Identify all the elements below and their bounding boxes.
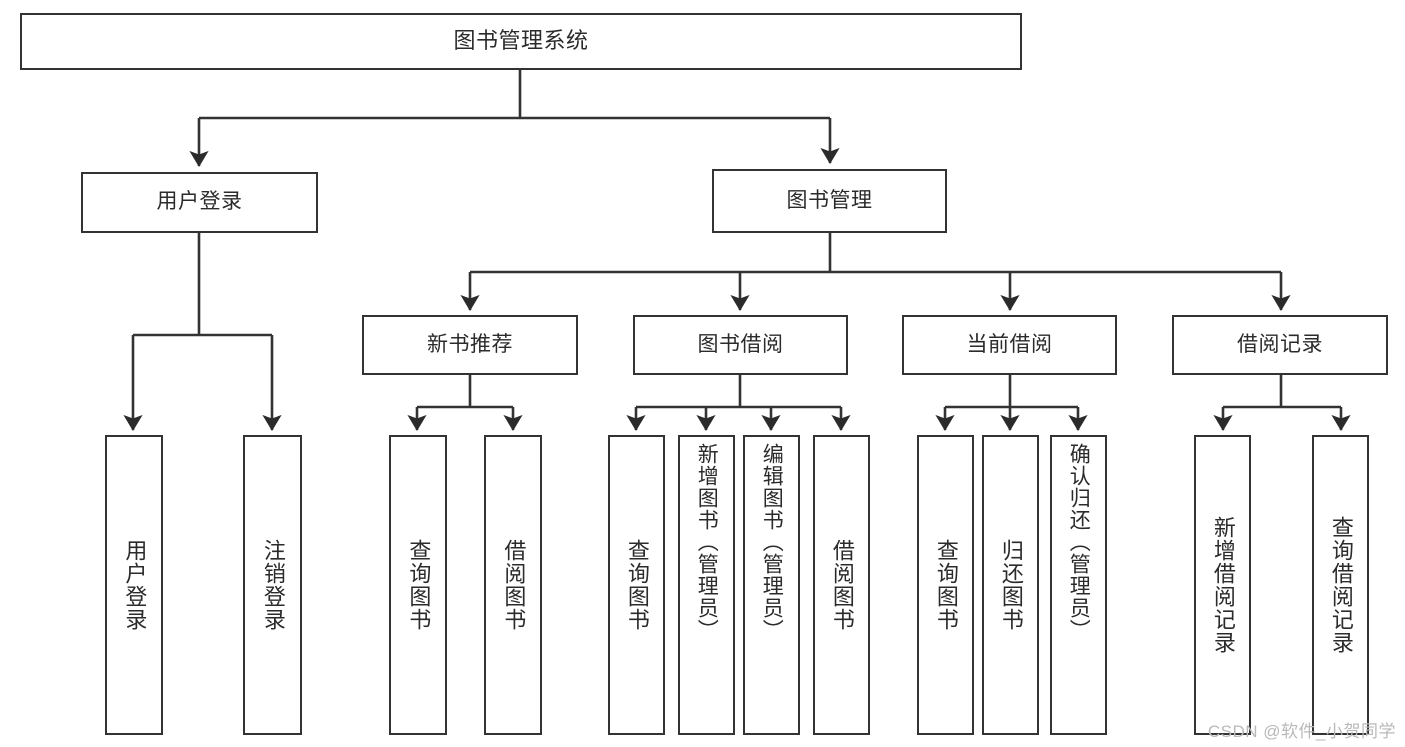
node-label: 查询图书 [406, 539, 432, 631]
node-new-book-recommend[interactable]: 新书推荐 [362, 315, 578, 375]
node-label: 归还图书 [998, 539, 1024, 631]
leaf-add-book-admin[interactable]: 新增图书（管理员） [678, 435, 735, 735]
node-label: 图书管理系统 [453, 28, 589, 54]
leaf-return-book[interactable]: 归还图书 [982, 435, 1039, 735]
node-label: 用户登录 [122, 539, 148, 631]
leaf-user-login[interactable]: 用户登录 [105, 435, 163, 735]
node-label: 查询借阅记录 [1328, 516, 1354, 654]
leaf-query-book-recommend[interactable]: 查询图书 [389, 435, 447, 735]
node-label: 确认归还（管理员） [1067, 443, 1091, 641]
leaf-confirm-return-admin[interactable]: 确认归还（管理员） [1050, 435, 1107, 735]
node-label: 借阅记录 [1237, 332, 1323, 356]
leaf-logout[interactable]: 注销登录 [243, 435, 302, 735]
node-label: 当前借阅 [966, 332, 1053, 356]
leaf-query-borrow-record[interactable]: 查询借阅记录 [1312, 435, 1369, 735]
node-label: 图书管理 [786, 188, 873, 212]
node-label: 借阅图书 [829, 539, 855, 631]
node-label: 用户登录 [156, 190, 243, 214]
watermark: CSDN @软件_小贺同学 [1207, 722, 1396, 741]
leaf-edit-book-admin[interactable]: 编辑图书（管理员） [743, 435, 800, 735]
leaf-borrow-book-recommend[interactable]: 借阅图书 [484, 435, 542, 735]
node-label: 查询图书 [624, 539, 650, 631]
node-book-borrow[interactable]: 图书借阅 [633, 315, 848, 375]
node-label: 编辑图书（管理员） [760, 443, 784, 641]
leaf-borrow-book[interactable]: 借阅图书 [813, 435, 870, 735]
node-label: 新增借阅记录 [1210, 516, 1236, 654]
node-label: 新增图书（管理员） [695, 443, 719, 641]
node-label: 查询图书 [933, 539, 959, 631]
node-label: 图书借阅 [697, 332, 784, 356]
node-book-management[interactable]: 图书管理 [712, 169, 947, 233]
node-label: 借阅图书 [501, 539, 527, 631]
node-root-system[interactable]: 图书管理系统 [20, 13, 1022, 70]
node-user-login[interactable]: 用户登录 [81, 172, 318, 233]
leaf-query-book-borrow[interactable]: 查询图书 [608, 435, 665, 735]
node-current-borrow[interactable]: 当前借阅 [902, 315, 1117, 375]
node-label: 新书推荐 [427, 332, 513, 356]
leaf-query-book-current[interactable]: 查询图书 [917, 435, 974, 735]
leaf-add-borrow-record[interactable]: 新增借阅记录 [1194, 435, 1251, 735]
node-borrow-record[interactable]: 借阅记录 [1172, 315, 1388, 375]
node-label: 注销登录 [260, 539, 286, 631]
